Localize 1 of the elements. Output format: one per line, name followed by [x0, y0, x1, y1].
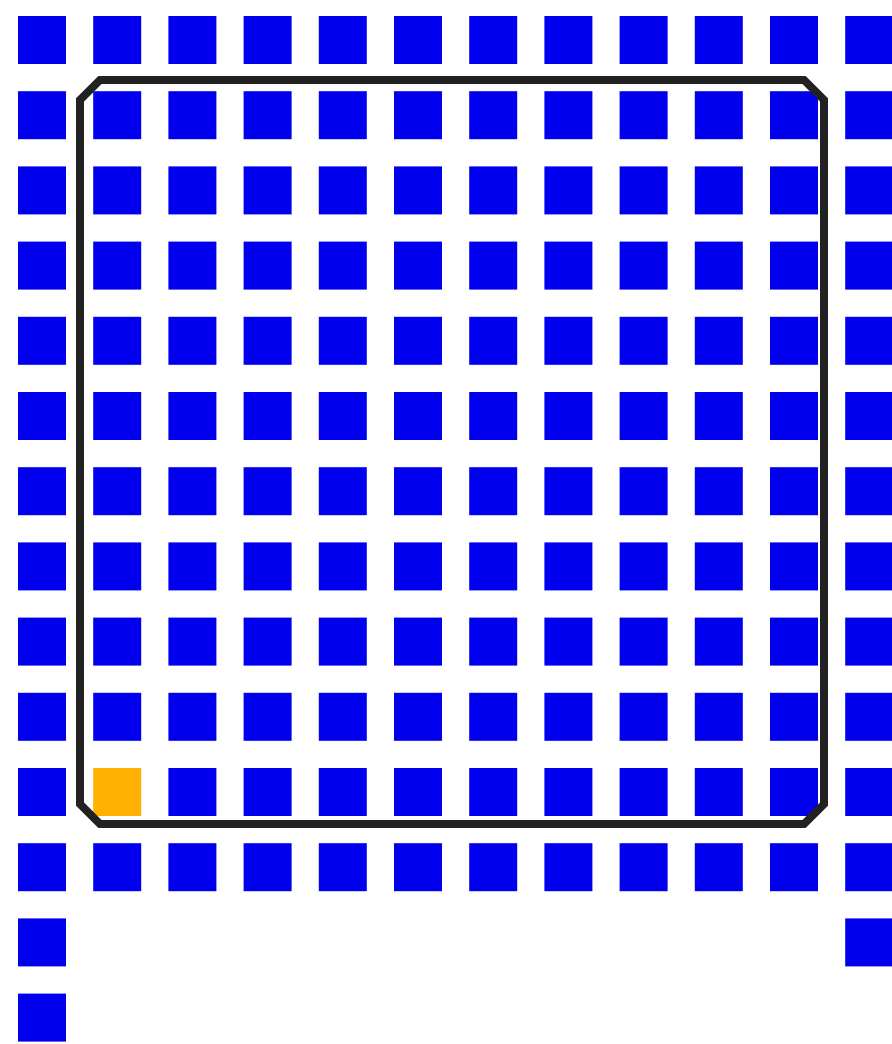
outline-frame: [76, 76, 828, 828]
